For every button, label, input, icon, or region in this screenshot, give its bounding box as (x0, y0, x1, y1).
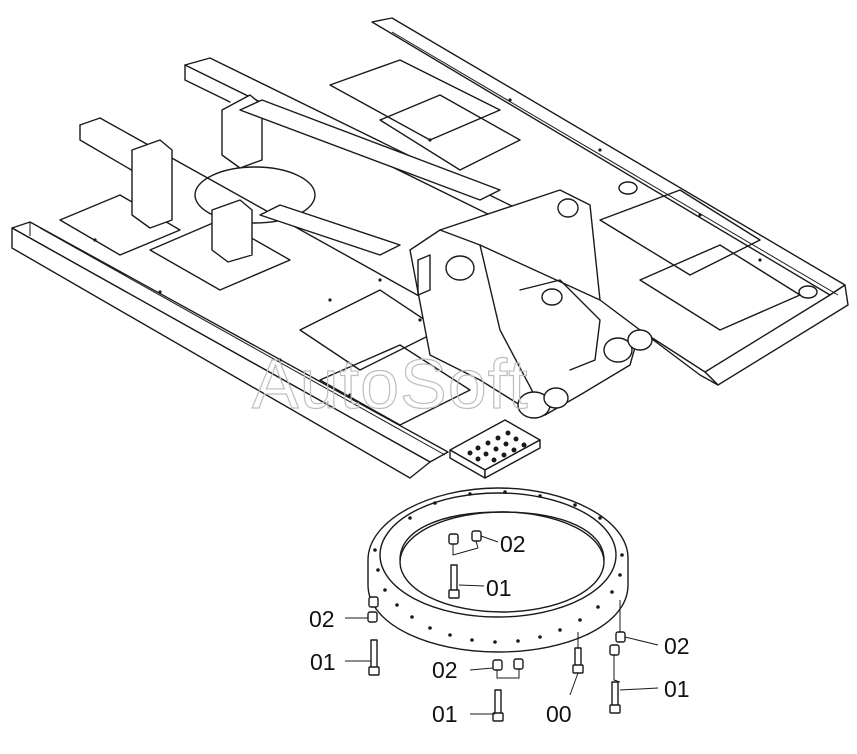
callout-c7: 00 (546, 701, 572, 727)
boom-mount-tower (409, 189, 653, 419)
frame-ring-opening (194, 166, 316, 224)
callout-c4: 01 (310, 649, 336, 675)
washer-part (615, 631, 626, 643)
bolt-group-left (345, 596, 380, 676)
center-rib (239, 99, 501, 256)
frame-bolt-holes (93, 98, 762, 397)
bolt-part (494, 689, 502, 717)
watermark-text: AutoSoft (252, 345, 529, 423)
bolt-group-center (448, 530, 499, 599)
frame-hole-right (618, 181, 638, 195)
callout-c3: 02 (309, 606, 335, 632)
washer-part (471, 530, 482, 542)
washer-part (609, 644, 620, 656)
bolt-part (450, 564, 458, 594)
ring-bolt-holes (373, 490, 624, 644)
left-side-beam (11, 221, 449, 479)
bolt-head (572, 664, 584, 674)
bolt-head (609, 704, 621, 714)
bolt-head (448, 589, 460, 599)
callout-c9: 01 (664, 676, 690, 702)
callout-c8: 02 (664, 633, 690, 659)
left-brackets (131, 94, 263, 263)
washer-part (368, 596, 379, 608)
washer-part (513, 658, 524, 670)
bolt-head (492, 712, 504, 722)
washer-part (367, 611, 378, 623)
callout-c6: 01 (432, 701, 458, 727)
bolt-group-right (609, 600, 659, 714)
revolving-frame (11, 17, 849, 479)
right-side-beam (371, 17, 849, 386)
bolt-part (370, 639, 378, 671)
bolt-group-bottom-middle (469, 658, 524, 722)
washer-part (492, 659, 503, 671)
bolt-head (368, 666, 380, 676)
callout-labels: 02 01 02 01 02 01 00 02 01 (309, 531, 690, 727)
step-plate (449, 419, 541, 479)
callout-c1: 02 (500, 531, 526, 557)
callout-c5: 02 (432, 657, 458, 683)
swing-bearing-ring (367, 487, 629, 653)
bolt-group-ring-bolt (569, 632, 584, 696)
callout-c2: 01 (486, 575, 512, 601)
frame-hole-corner (798, 285, 818, 299)
washer-part (448, 533, 459, 545)
bolt-part (611, 681, 619, 709)
